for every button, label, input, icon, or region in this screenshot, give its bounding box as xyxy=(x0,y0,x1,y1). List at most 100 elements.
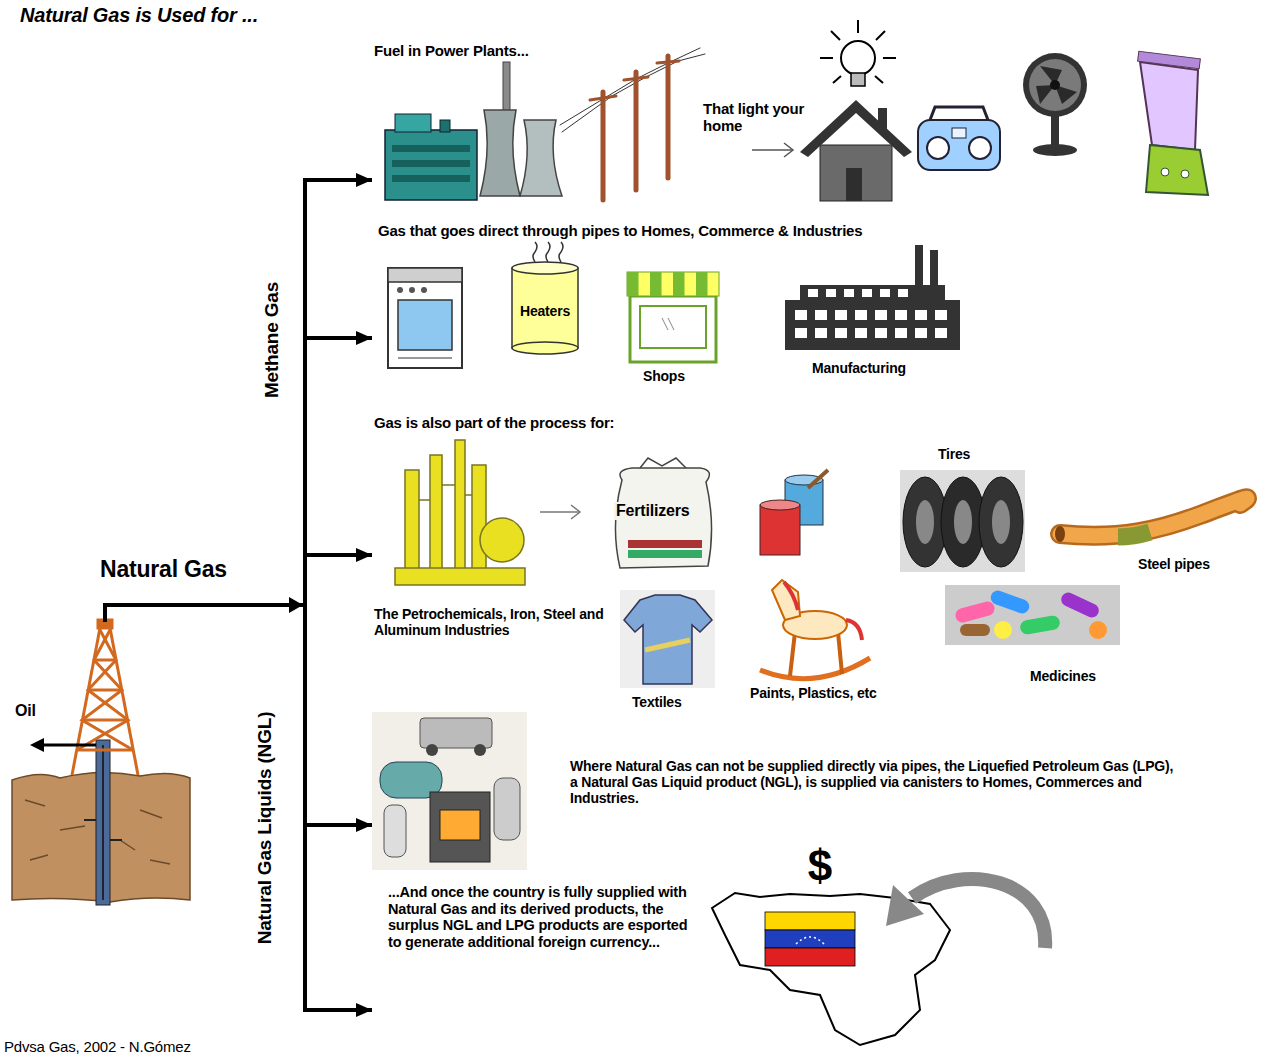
refinery xyxy=(430,455,442,570)
gas-line xyxy=(105,597,303,622)
shop xyxy=(650,272,662,296)
derrick xyxy=(82,630,133,750)
light-bulb xyxy=(841,41,875,75)
item-label: Shops xyxy=(643,368,685,384)
oil-arrow xyxy=(30,738,44,752)
factory xyxy=(875,310,887,320)
shirt xyxy=(624,595,712,684)
node-heading: Fuel in Power Plants... xyxy=(374,42,529,59)
factory xyxy=(835,328,847,338)
derrick xyxy=(88,689,122,692)
fan xyxy=(1029,59,1081,111)
tires xyxy=(979,477,1023,567)
branch-label: Methane Gas xyxy=(261,282,283,398)
shop xyxy=(668,318,674,330)
factory xyxy=(815,328,827,338)
medicines xyxy=(1019,615,1061,636)
rocking-horse xyxy=(838,632,842,674)
heater xyxy=(512,342,578,354)
gas-line xyxy=(105,605,280,622)
medicines xyxy=(1089,621,1107,639)
paint-cans xyxy=(808,470,828,488)
use-group: Gas is also part of the process for:The … xyxy=(372,410,677,660)
refinery xyxy=(395,568,525,585)
fan xyxy=(1036,66,1077,104)
stove xyxy=(421,287,427,293)
factory xyxy=(808,289,818,297)
medicines xyxy=(945,585,1120,645)
factory xyxy=(785,245,960,350)
medicines xyxy=(954,600,996,624)
power-plant xyxy=(480,110,520,196)
pointer-arrow xyxy=(571,505,580,519)
rocking-horse xyxy=(790,632,795,676)
branch-label: Natural Gas Liquids (NGL) xyxy=(254,688,276,968)
refinery xyxy=(395,440,525,585)
factory xyxy=(875,328,887,338)
refinery xyxy=(472,465,486,570)
lpg-scene xyxy=(440,810,480,840)
derrick xyxy=(94,659,116,662)
shop xyxy=(627,272,719,296)
light-bulb xyxy=(820,20,896,86)
stove xyxy=(388,268,462,368)
pointer-arrow xyxy=(752,149,792,151)
venezuela-map xyxy=(765,912,855,930)
blender xyxy=(1161,168,1169,176)
radio xyxy=(927,137,949,159)
fan xyxy=(1050,80,1060,90)
medicines xyxy=(960,624,990,636)
radio xyxy=(930,107,988,120)
stove xyxy=(388,268,462,282)
tires xyxy=(916,500,934,544)
shop xyxy=(696,272,708,296)
paint-cans xyxy=(760,470,828,555)
rocking-horse xyxy=(760,580,870,679)
item-label: Medicines xyxy=(1030,668,1096,684)
pointer-arrow xyxy=(540,511,580,513)
blender xyxy=(1146,145,1208,195)
lpg-scene xyxy=(372,712,527,870)
node-heading: Gas that goes direct through pipes to Ho… xyxy=(378,222,862,239)
medicines xyxy=(989,589,1031,616)
shirt xyxy=(620,590,715,688)
house xyxy=(820,145,892,201)
stove xyxy=(398,300,452,350)
power-plant xyxy=(440,120,450,132)
light-bulb xyxy=(876,31,885,40)
factory xyxy=(835,310,847,320)
medicines xyxy=(945,585,1120,645)
lpg-scene xyxy=(372,712,527,870)
item-label: That light your home xyxy=(703,100,831,135)
refinery xyxy=(465,494,472,496)
diagram-title: Natural Gas is Used for ... xyxy=(20,4,258,27)
blender xyxy=(1138,51,1208,195)
derrick xyxy=(72,620,138,775)
factory xyxy=(862,289,872,297)
factory xyxy=(826,289,836,297)
stove xyxy=(388,268,462,368)
paint-cans xyxy=(760,505,800,555)
shop xyxy=(627,272,639,296)
house xyxy=(846,168,862,201)
light-bulb xyxy=(851,73,865,86)
well-pipe xyxy=(96,740,110,905)
pointer-arrow xyxy=(540,505,580,519)
heater xyxy=(512,268,578,348)
shop xyxy=(673,272,685,296)
stove xyxy=(397,287,403,293)
heater xyxy=(512,262,578,274)
currency-symbol: $ xyxy=(808,844,832,888)
blender xyxy=(1181,170,1189,178)
power-plant xyxy=(392,175,470,182)
radio xyxy=(952,128,966,138)
power-plant xyxy=(503,62,510,114)
lpg-scene xyxy=(384,805,406,857)
node-heading: Natural Gas xyxy=(100,556,227,582)
power-plant xyxy=(392,160,470,167)
item-label: Oil xyxy=(15,702,36,720)
factory xyxy=(880,289,890,297)
power-lines xyxy=(590,96,616,100)
fertilizer-bag xyxy=(628,540,702,548)
blender xyxy=(1140,62,1198,150)
